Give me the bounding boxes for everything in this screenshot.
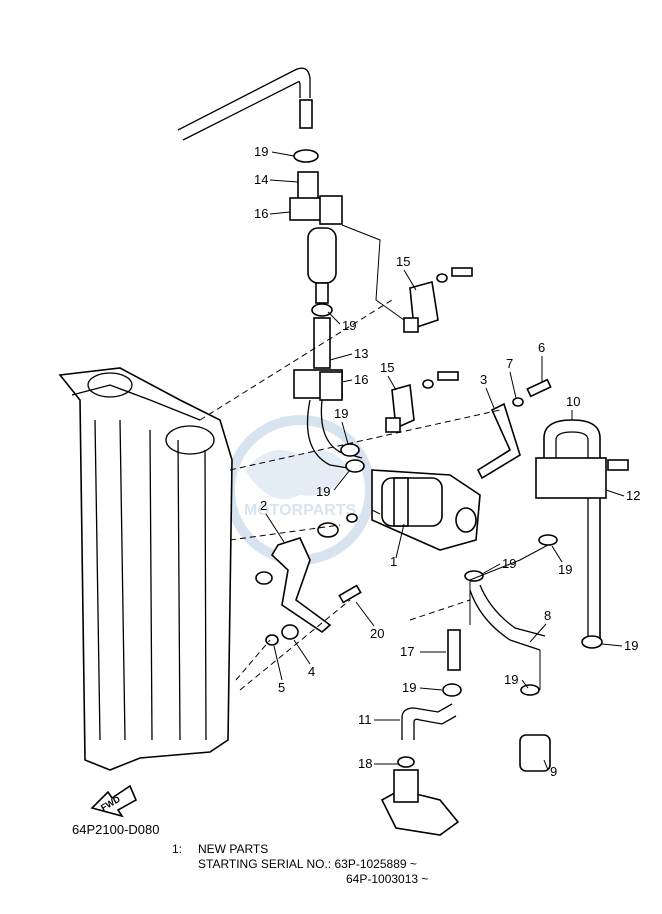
bracket-upper xyxy=(403,280,439,333)
hose-clip xyxy=(311,303,333,317)
hose-8 xyxy=(469,589,541,651)
hose-holder-10 xyxy=(535,419,607,640)
bolt xyxy=(436,267,473,283)
callout-19: 19 xyxy=(624,638,638,653)
notes-key: 1: xyxy=(172,842,183,856)
fuel-tube xyxy=(313,317,331,369)
hose-11 xyxy=(401,703,453,740)
fwd-arrow: FWD xyxy=(90,784,138,818)
engine-block xyxy=(58,367,233,771)
callout-15: 15 xyxy=(396,254,410,269)
hose-clip xyxy=(442,683,462,697)
washer xyxy=(512,397,524,407)
callout-19: 19 xyxy=(504,672,518,687)
callout-10: 10 xyxy=(566,394,580,409)
callout-17: 17 xyxy=(400,644,414,659)
fitting-9 xyxy=(519,684,551,772)
callout-15: 15 xyxy=(380,360,394,375)
callout-19: 19 xyxy=(316,484,330,499)
notes-line1: NEW PARTS xyxy=(198,842,269,856)
bracket-lower xyxy=(385,383,415,433)
diagram-code: 64P2100-D080 xyxy=(72,822,160,837)
bolt-12 xyxy=(607,459,629,471)
pump-hose xyxy=(306,399,361,471)
callout-16: 16 xyxy=(354,372,368,387)
callout-5: 5 xyxy=(278,680,285,695)
hose-clip xyxy=(345,459,365,473)
notes: 1: NEW PARTS STARTING SERIAL NO.: 63P-10… xyxy=(172,842,428,887)
callout-2: 2 xyxy=(260,498,267,513)
top-fuel-hose xyxy=(177,67,313,141)
callout-19: 19 xyxy=(254,144,268,159)
callout-19: 19 xyxy=(334,406,348,421)
bracket-2 xyxy=(270,537,332,634)
callout-18: 18 xyxy=(358,756,372,771)
washer-5 xyxy=(265,634,279,646)
water-fitting xyxy=(380,769,460,836)
bolt xyxy=(422,371,459,389)
callout-9: 9 xyxy=(550,764,557,779)
joint-17 xyxy=(447,629,461,671)
notes-line2: STARTING SERIAL NO.: 63P-1025889 ~ xyxy=(198,857,417,871)
callout-19: 19 xyxy=(342,318,356,333)
callout-19: 19 xyxy=(502,556,516,571)
callout-1: 1 xyxy=(390,554,397,569)
callout-4: 4 xyxy=(308,664,315,679)
watermark-text: MOTORPARTS xyxy=(244,502,357,519)
callout-labels: 19 14 16 15 19 13 16 15 7 6 3 10 19 12 1… xyxy=(254,144,640,779)
hose-clip xyxy=(340,443,360,457)
fuel-filter-upper xyxy=(289,171,343,304)
callout-13: 13 xyxy=(354,346,368,361)
hose-clip xyxy=(293,149,319,163)
callout-3: 3 xyxy=(480,372,487,387)
bracket-3 xyxy=(476,402,521,480)
callout-19: 19 xyxy=(402,680,416,695)
vapor-separator xyxy=(371,469,481,551)
callout-14: 14 xyxy=(254,172,268,187)
callout-11: 11 xyxy=(358,712,372,727)
callout-6: 6 xyxy=(538,340,545,355)
notes-line3: 64P-1003013 ~ xyxy=(346,872,429,886)
collar-4 xyxy=(281,624,299,640)
callout-19: 19 xyxy=(558,562,572,577)
hose-clip xyxy=(581,635,603,649)
fuel-filter-lower xyxy=(293,369,343,401)
callout-7: 7 xyxy=(506,356,513,371)
hose-clip xyxy=(464,570,484,582)
bolt-20 xyxy=(338,584,362,604)
hose-clip xyxy=(538,534,558,546)
callout-8: 8 xyxy=(544,608,551,623)
callout-12: 12 xyxy=(626,488,640,503)
bolt-6 xyxy=(526,378,552,398)
callout-20: 20 xyxy=(370,626,384,641)
callout-16: 16 xyxy=(254,206,268,221)
clip-18 xyxy=(397,756,415,768)
